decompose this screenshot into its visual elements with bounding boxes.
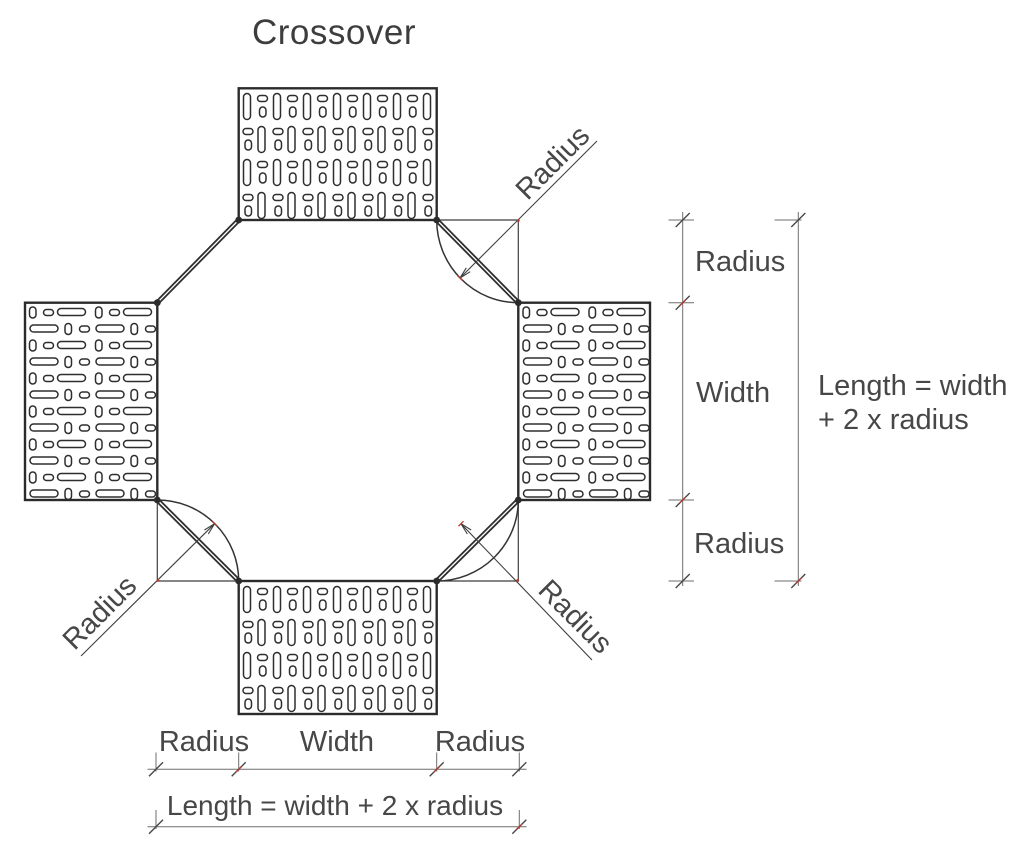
corner-dot [433, 216, 441, 224]
right-length-formula: Length = width + 2 x radius [818, 369, 1007, 437]
right-length-formula-line1: Length = width [818, 370, 1008, 402]
radius-leader-bottom-left [80, 523, 215, 657]
corner-dot [153, 496, 161, 504]
bottom-length-formula: Length = width + 2 x radius [166, 790, 504, 821]
chamfer-top-right [434, 218, 521, 305]
bottom-dim-radius-left-label: Radius [158, 726, 250, 758]
tray-bottom [237, 579, 438, 716]
corner-dot [153, 299, 161, 307]
corner-dot [433, 577, 441, 585]
arrowhead-bottom-left [204, 523, 216, 535]
diagram-title: Crossover [252, 13, 416, 52]
corner-dot [235, 577, 243, 585]
radius-arc-bottom-right [436, 499, 520, 582]
tray-left [23, 301, 159, 502]
arrowhead-bottom-right [460, 523, 472, 535]
tray-top [237, 87, 438, 222]
dimension-tick-accents [679, 299, 802, 585]
right-length-formula-line2: + 2 x radius [818, 404, 969, 436]
dimension-tick-accents [235, 766, 523, 830]
tray-right [517, 301, 652, 502]
bottom-dim-radius-right-label: Radius [434, 726, 526, 758]
corner-dot [235, 216, 243, 224]
arrowhead-accents [156, 219, 520, 582]
right-dim-radius-top-label: Radius [695, 246, 786, 278]
radius-leader-top-right [459, 140, 598, 279]
right-dim-radius-bottom-label: Radius [694, 528, 785, 560]
right-dim-width-label: Width [696, 377, 771, 409]
arrowhead-top-right [459, 267, 471, 279]
bottom-dimension-lines [147, 752, 527, 835]
bottom-dim-width-label: Width [299, 726, 375, 758]
corner-dots [153, 216, 522, 585]
radius-leader-bottom-right [460, 523, 593, 661]
chamfer-top-left [155, 218, 241, 305]
corner-dot [514, 496, 522, 504]
right-dimension-lines [668, 212, 806, 589]
corner-dot [514, 299, 522, 307]
